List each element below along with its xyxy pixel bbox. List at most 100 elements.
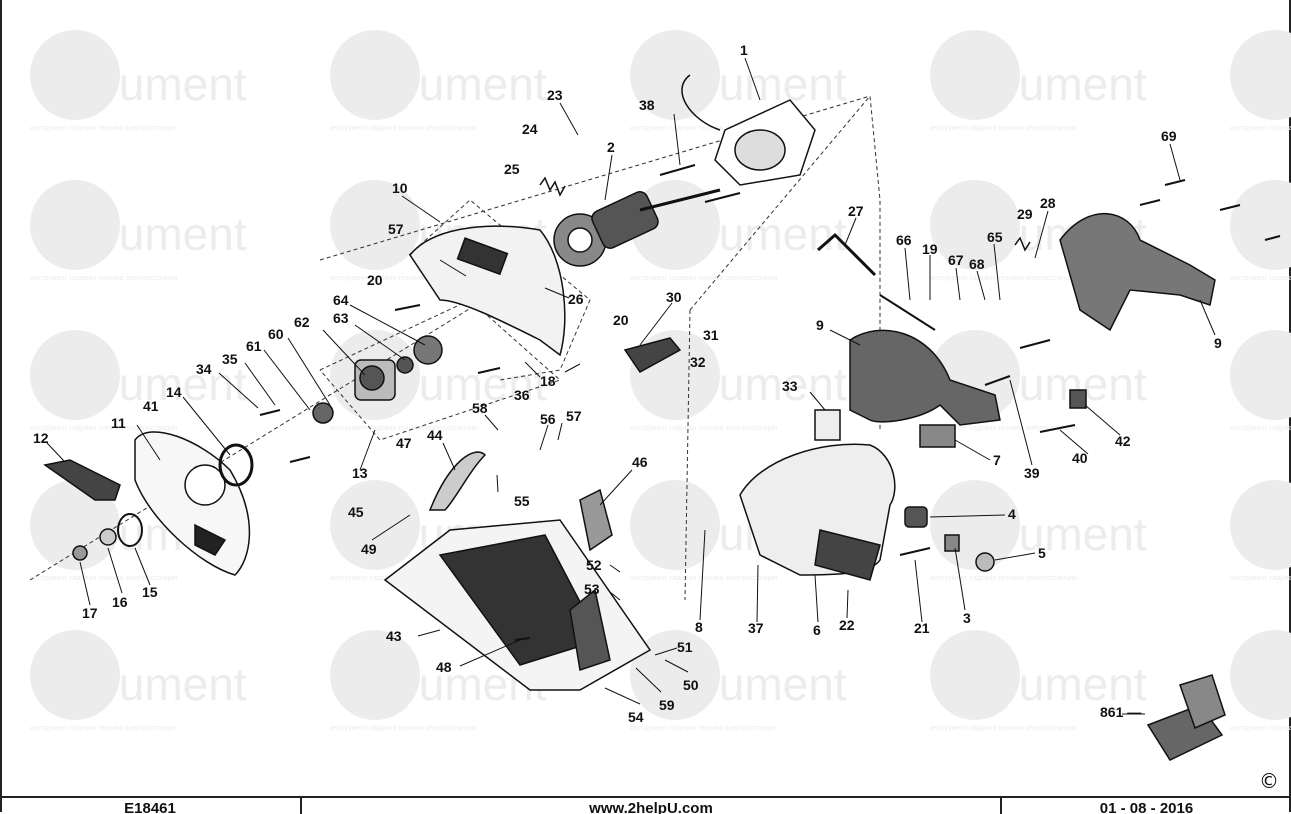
depth-bracket-shape <box>428 451 487 511</box>
watermark-tagline: инструмент садовая техника электростанци… <box>30 125 177 132</box>
part-label-11: 11 <box>111 415 126 431</box>
part-label-36: 36 <box>514 387 530 403</box>
part-label-64: 64 <box>333 292 349 308</box>
part-label-63: 63 <box>333 310 349 326</box>
part-label-25: 25 <box>504 161 520 177</box>
part-label-28: 28 <box>1040 195 1056 211</box>
part-label-53: 53 <box>584 581 600 597</box>
watermark-tagline: инструмент садовая техника электростанци… <box>930 575 1077 582</box>
part-label-27: 27 <box>848 203 864 219</box>
part-label-10: 10 <box>392 180 408 196</box>
watermark-tagline: инструмент садовая техника электростанци… <box>330 275 477 282</box>
watermark-logo-circle <box>930 180 1020 270</box>
watermark-brand: Strument <box>60 58 247 110</box>
watermark-logo-circle <box>330 30 420 120</box>
watermark-logo-circle <box>930 30 1020 120</box>
carry-case-shape <box>1146 674 1226 761</box>
watermark-logo-circle <box>630 480 720 570</box>
watermark-brand: Strument <box>1260 658 1291 710</box>
watermark-tagline: инструмент садовая техника электростанци… <box>330 725 477 732</box>
watermark-logo-circle <box>630 630 720 720</box>
watermark-brand: Strument <box>960 58 1147 110</box>
watermark-tagline: инструмент садовая техника электростанци… <box>930 725 1077 732</box>
watermark-brand: Strument <box>1260 208 1291 260</box>
part-label-43: 43 <box>386 628 402 644</box>
part-label-29: 29 <box>1017 206 1033 222</box>
handle-left-shape <box>849 329 1001 426</box>
footer-date: 01 - 08 - 2016 <box>1099 800 1194 814</box>
part-label-3: 3 <box>963 610 971 626</box>
watermark-logo-circle <box>930 630 1020 720</box>
part-labels: 1 2 3 4 5 6 7 8 9 9 10 11 12 13 14 15 16… <box>33 42 1222 725</box>
part-label-44: 44 <box>427 427 443 443</box>
watermark-tagline: инструмент садовая техника электростанци… <box>30 425 177 432</box>
watermark-brand: Strument <box>660 358 847 410</box>
part-label-68: 68 <box>969 256 985 272</box>
part-label-59: 59 <box>659 697 675 713</box>
part-label-47: 47 <box>396 435 412 451</box>
watermark-logo-circle <box>330 480 420 570</box>
part-label-69: 69 <box>1161 128 1177 144</box>
part-label-42: 42 <box>1115 433 1131 449</box>
watermark-tagline: инструмент садовая техника электростанци… <box>330 425 477 432</box>
part-label-46: 46 <box>632 454 648 470</box>
watermark-layer: Strument инструмент садовая техника элект… <box>30 30 1291 732</box>
watermark-logo-circle <box>630 30 720 120</box>
part-label-58: 58 <box>472 400 488 416</box>
watermark-tagline: инструмент садовая техника электростанци… <box>1230 725 1291 732</box>
watermark-tagline: инструмент садовая техника электростанци… <box>630 275 777 282</box>
part-label-12: 12 <box>33 430 49 446</box>
watermark-brand: Strument <box>660 658 847 710</box>
watermark-tagline: инструмент садовая техника электростанци… <box>630 125 777 132</box>
watermark-logo-circle <box>1230 180 1291 270</box>
part-label-60: 60 <box>268 326 284 342</box>
part-shapes <box>43 74 1281 761</box>
part-label-15: 15 <box>142 584 158 600</box>
watermark-brand: Strument <box>960 508 1147 560</box>
lever-shape <box>43 459 121 501</box>
watermark-logo-circle <box>1230 630 1291 720</box>
watermark-tagline: инструмент садовая техника электростанци… <box>930 275 1077 282</box>
part-label-30: 30 <box>666 289 682 305</box>
gearbox-shape <box>312 335 443 424</box>
part-label-9-left: 9 <box>816 317 824 333</box>
part-label-65: 65 <box>987 229 1003 245</box>
part-label-62: 62 <box>294 314 310 330</box>
part-label-31: 31 <box>703 327 719 343</box>
part-label-33: 33 <box>782 378 798 394</box>
watermark-tagline: инструмент садовая техника электростанци… <box>1230 125 1291 132</box>
part-label-6: 6 <box>813 622 821 638</box>
part-label-14: 14 <box>166 384 182 400</box>
watermark-logo-circle <box>30 30 120 120</box>
stator-shape <box>681 74 816 186</box>
watermark-tagline: инструмент садовая техника электростанци… <box>1230 275 1291 282</box>
footer-bar: E18461 www.2helpU.com 01 - 08 - 2016 <box>0 796 1291 814</box>
watermark-brand: Strument <box>960 658 1147 710</box>
watermark-brand: Strument <box>60 358 247 410</box>
part-label-8: 8 <box>695 619 703 635</box>
part-label-34: 34 <box>196 361 212 377</box>
part-label-18: 18 <box>540 373 556 389</box>
watermark-logo-circle <box>30 180 120 270</box>
watermark-tagline: инструмент садовая техника электростанци… <box>30 575 177 582</box>
part-label-1: 1 <box>740 42 748 58</box>
copyright-symbol: © <box>1259 769 1279 793</box>
watermark-tagline: инструмент садовая техника электростанци… <box>630 725 777 732</box>
part-label-17: 17 <box>82 605 98 621</box>
part-label-32: 32 <box>690 354 706 370</box>
part-label-66: 66 <box>896 232 912 248</box>
carry-case-label: 861 — <box>1100 704 1142 720</box>
watermark-brand: Strument <box>60 208 247 260</box>
watermark-brand: Strument <box>60 658 247 710</box>
part-label-57-lower: 57 <box>566 408 582 424</box>
bevel-scale-shape <box>579 488 613 552</box>
part-label-50: 50 <box>683 677 699 693</box>
watermark-tagline: инструмент садовая техника электростанци… <box>1230 575 1291 582</box>
part-label-9-right: 9 <box>1214 335 1222 351</box>
armature-shape <box>553 188 721 267</box>
footer-model: E18461 <box>0 798 302 814</box>
watermark-brand: Strument <box>1260 508 1291 560</box>
part-label-21: 21 <box>914 620 930 636</box>
watermark-tagline: инструмент садовая техника электростанци… <box>930 425 1077 432</box>
watermark-tagline: инструмент садовая техника электростанци… <box>930 125 1077 132</box>
